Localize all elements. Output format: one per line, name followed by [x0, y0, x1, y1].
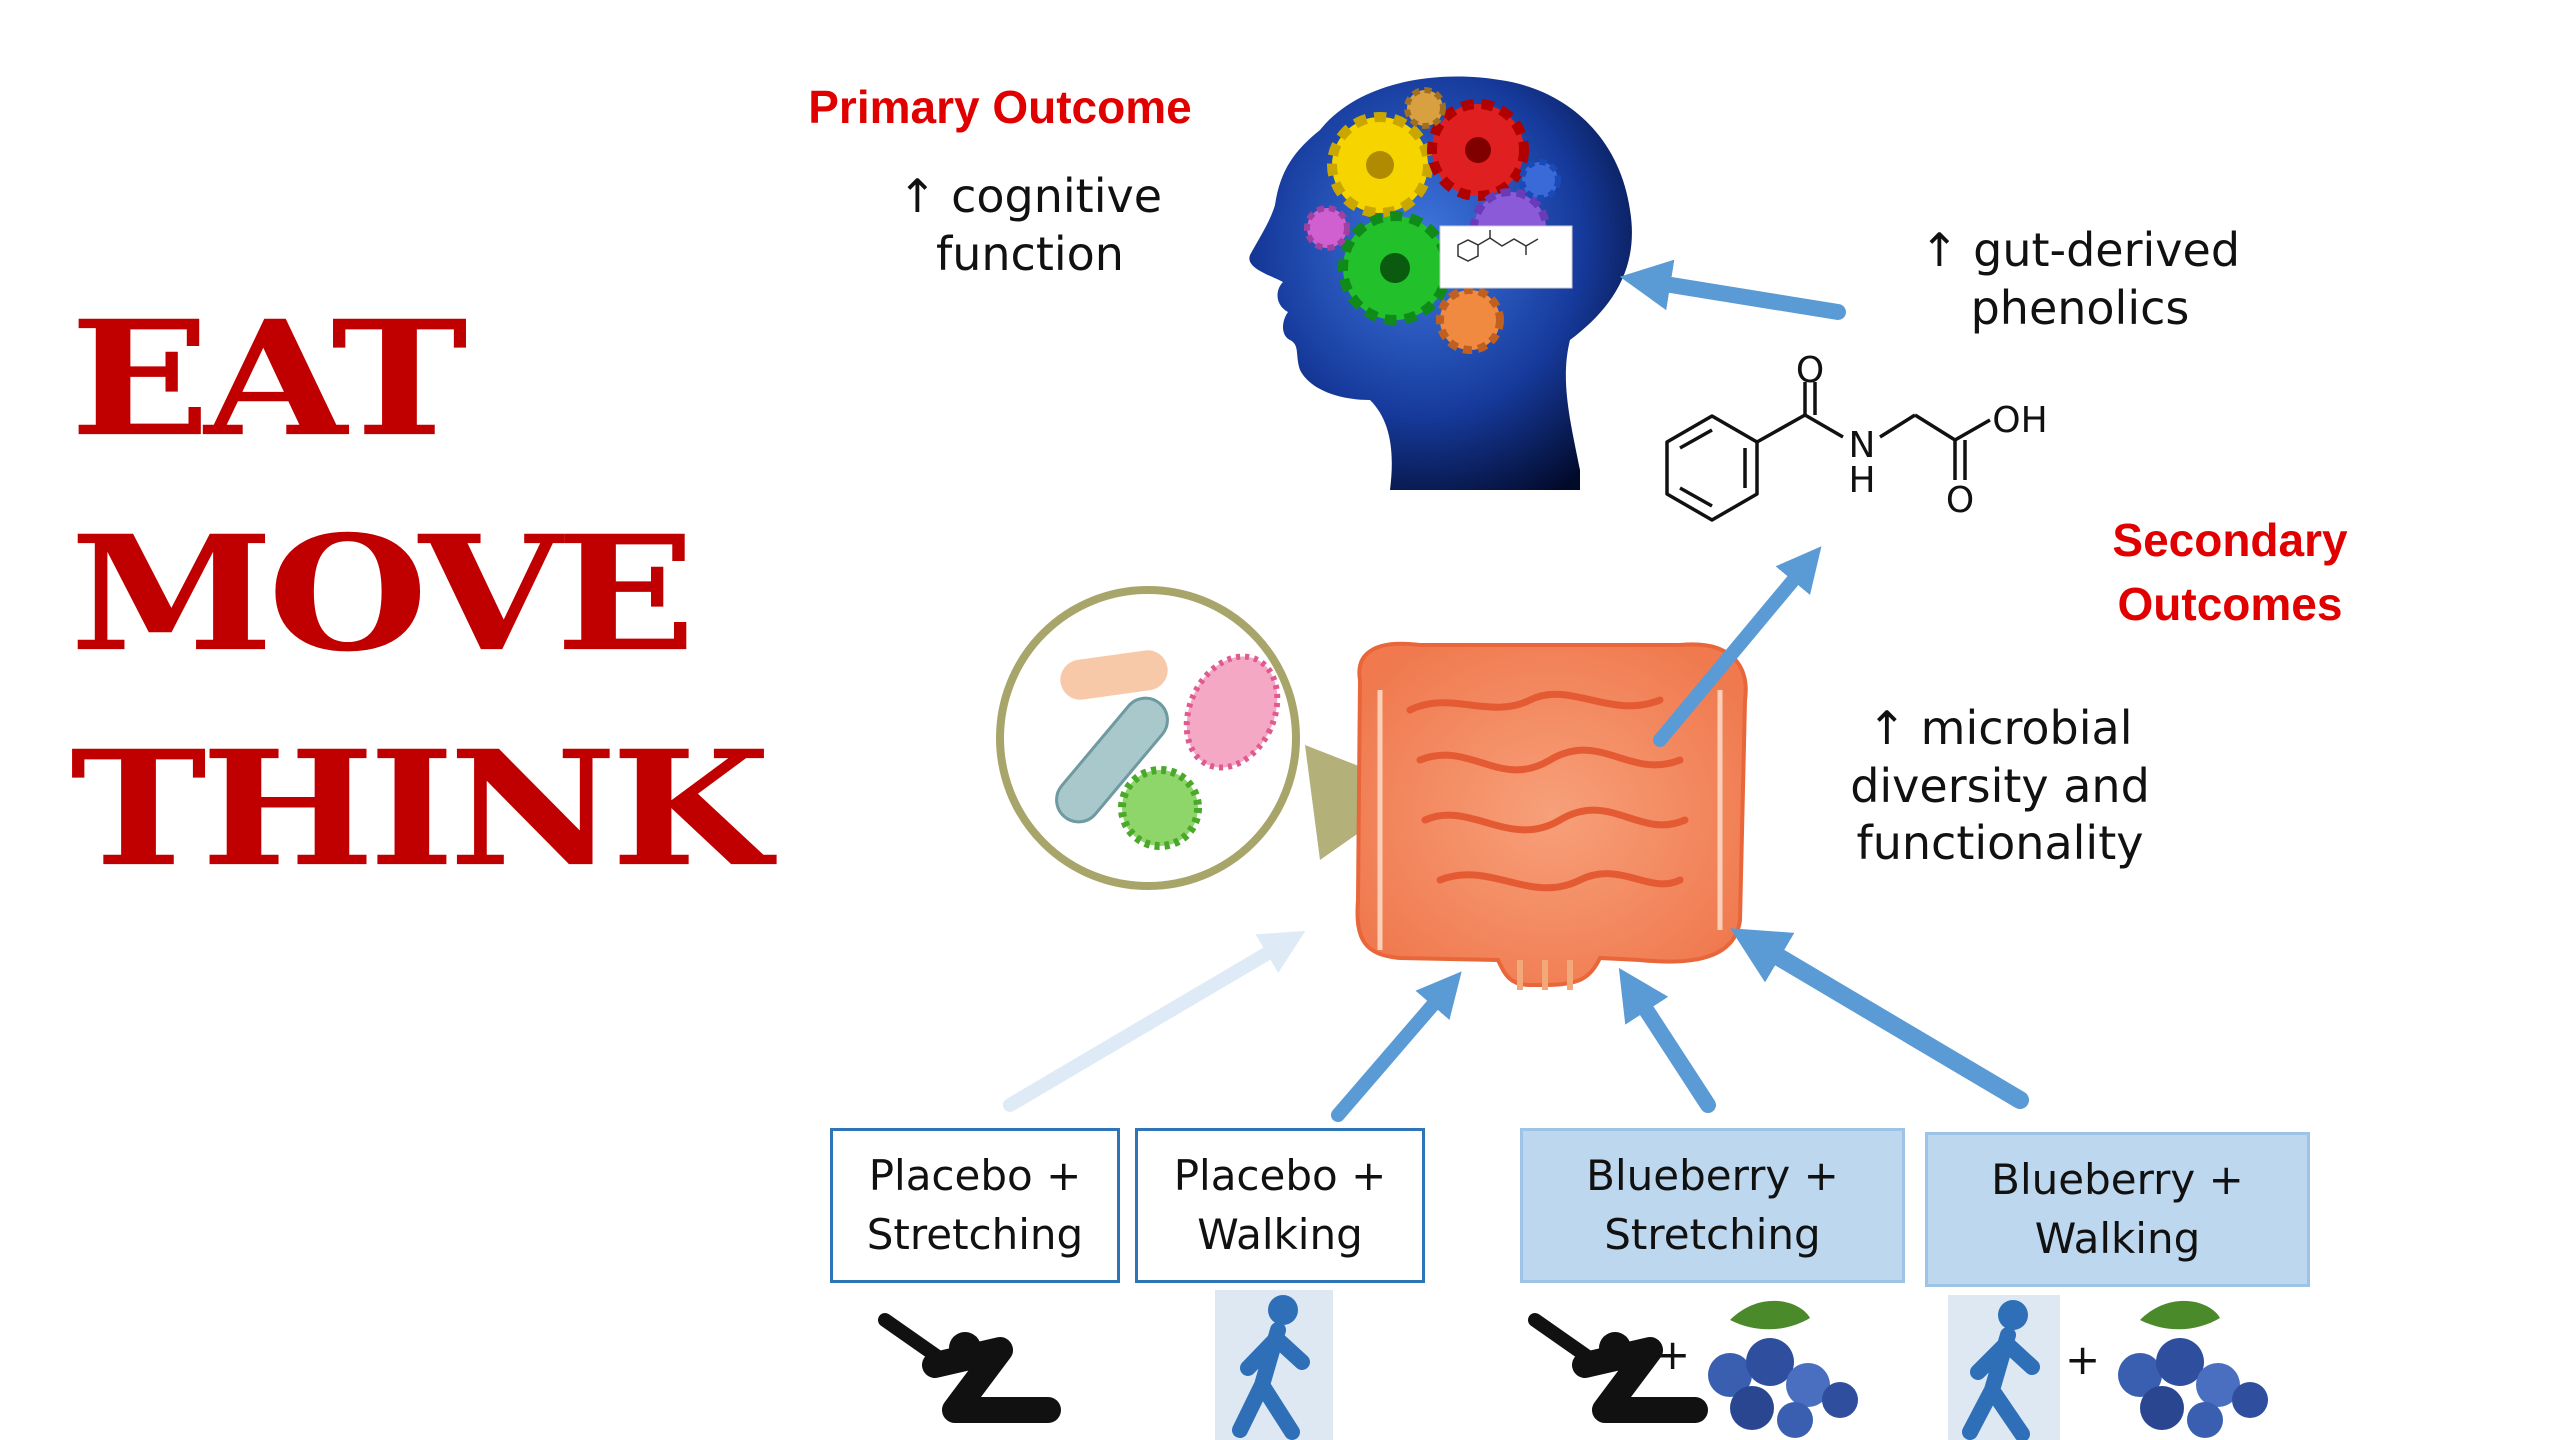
bacteria-pink-icon	[1183, 653, 1281, 771]
group-placebo-stretching: Placebo + Stretching	[830, 1128, 1120, 1283]
bacteria-teal-icon	[1055, 696, 1169, 824]
molecule-h: H	[1848, 460, 1875, 501]
group-placebo-stretching-line1: Placebo +	[868, 1150, 1082, 1200]
gear-small-bronze-icon	[1404, 87, 1446, 129]
plus-sign-1: +	[1655, 1330, 1691, 1379]
group-blueberry-walking-line1: Blueberry +	[1991, 1154, 2244, 1204]
microbial-text: ↑ microbial diversity and functionality	[1790, 700, 2210, 873]
group-blueberry-walking-line2: Walking	[2034, 1213, 2201, 1263]
arrow-blueberry-walking	[1730, 928, 2029, 1109]
arrow-placebo-walking	[1331, 971, 1462, 1122]
group-blueberry-stretching-line2: Stretching	[1604, 1209, 1821, 1259]
arrow-gut-to-phenolics	[1653, 546, 1822, 747]
gear-small-pink-icon	[1304, 205, 1350, 251]
arrows	[1003, 259, 2029, 1122]
gut-phenolics-line2: phenolics	[1970, 280, 2190, 335]
secondary-outcomes-line2: Outcomes	[2117, 578, 2343, 631]
blueberries-icon	[1708, 1300, 1858, 1438]
gear-yellow-icon	[1327, 112, 1433, 218]
secondary-outcomes-heading: Secondary Outcomes	[2080, 508, 2380, 637]
microbiome-magnifier	[996, 586, 1420, 890]
stretching-person-icon-2	[1528, 1313, 1708, 1423]
title-move: MOVE	[70, 501, 696, 687]
group-placebo-walking: Placebo + Walking	[1135, 1128, 1425, 1283]
group-blueberry-stretching-line1: Blueberry +	[1586, 1150, 1839, 1200]
stretching-person-icon	[878, 1313, 1061, 1423]
primary-outcome-text: ↑ cognitive function	[860, 168, 1200, 283]
primary-outcome-heading: Primary Outcome	[808, 81, 1192, 133]
group-placebo-walking-line2: Walking	[1197, 1209, 1363, 1259]
gear-small-blue-icon	[1519, 159, 1561, 201]
title-eat: EAT	[70, 286, 468, 472]
gear-green-icon	[1338, 211, 1452, 325]
gear-red-icon	[1427, 99, 1529, 201]
head-gears-illustration	[1249, 76, 1632, 490]
intestine-illustration	[1355, 641, 1748, 990]
secondary-outcomes-line1: Secondary	[2112, 514, 2348, 566]
bacteria-peach-icon	[1060, 650, 1168, 700]
molecule-n: N	[1849, 425, 1876, 466]
group-placebo-stretching-line2: Stretching	[866, 1209, 1084, 1259]
mini-molecule-inset	[1439, 225, 1573, 289]
bacteria-green-icon	[1118, 766, 1202, 850]
gut-phenolics-text: ↑ gut-derived phenolics	[1890, 222, 2270, 337]
walking-person-icon	[1215, 1290, 1333, 1440]
primary-outcome-line1: ↑ cognitive	[897, 169, 1163, 223]
gear-orange-icon	[1436, 286, 1504, 354]
title-think: THINK	[70, 716, 771, 902]
group-blueberry-walking: Blueberry + Walking	[1925, 1132, 2310, 1287]
arrow-placebo-stretching	[1003, 930, 1306, 1112]
plus-sign-2: +	[2065, 1335, 2101, 1384]
primary-outcome-line2: function	[936, 226, 1124, 281]
molecule-o-top: O	[1796, 350, 1824, 391]
group-placebo-walking-line1: Placebo +	[1173, 1150, 1387, 1200]
group-blueberry-stretching: Blueberry + Stretching	[1520, 1128, 1905, 1283]
arrow-blueberry-stretching	[1618, 967, 1716, 1113]
blueberries-icon-2	[2118, 1300, 2268, 1438]
molecule-o-bottom: O	[1946, 480, 1974, 521]
arrow-phenolics-to-brain	[1619, 259, 1846, 320]
microbial-line1: ↑ microbial	[1867, 701, 2133, 755]
molecule-oh: OH	[1992, 400, 2047, 441]
microbial-line2: diversity and	[1850, 758, 2150, 813]
microbial-line3: functionality	[1856, 816, 2144, 870]
gut-phenolics-line1: ↑ gut-derived	[1919, 223, 2241, 277]
hippuric-acid-molecule	[1665, 382, 1991, 522]
walking-person-icon-2	[1948, 1295, 2060, 1440]
